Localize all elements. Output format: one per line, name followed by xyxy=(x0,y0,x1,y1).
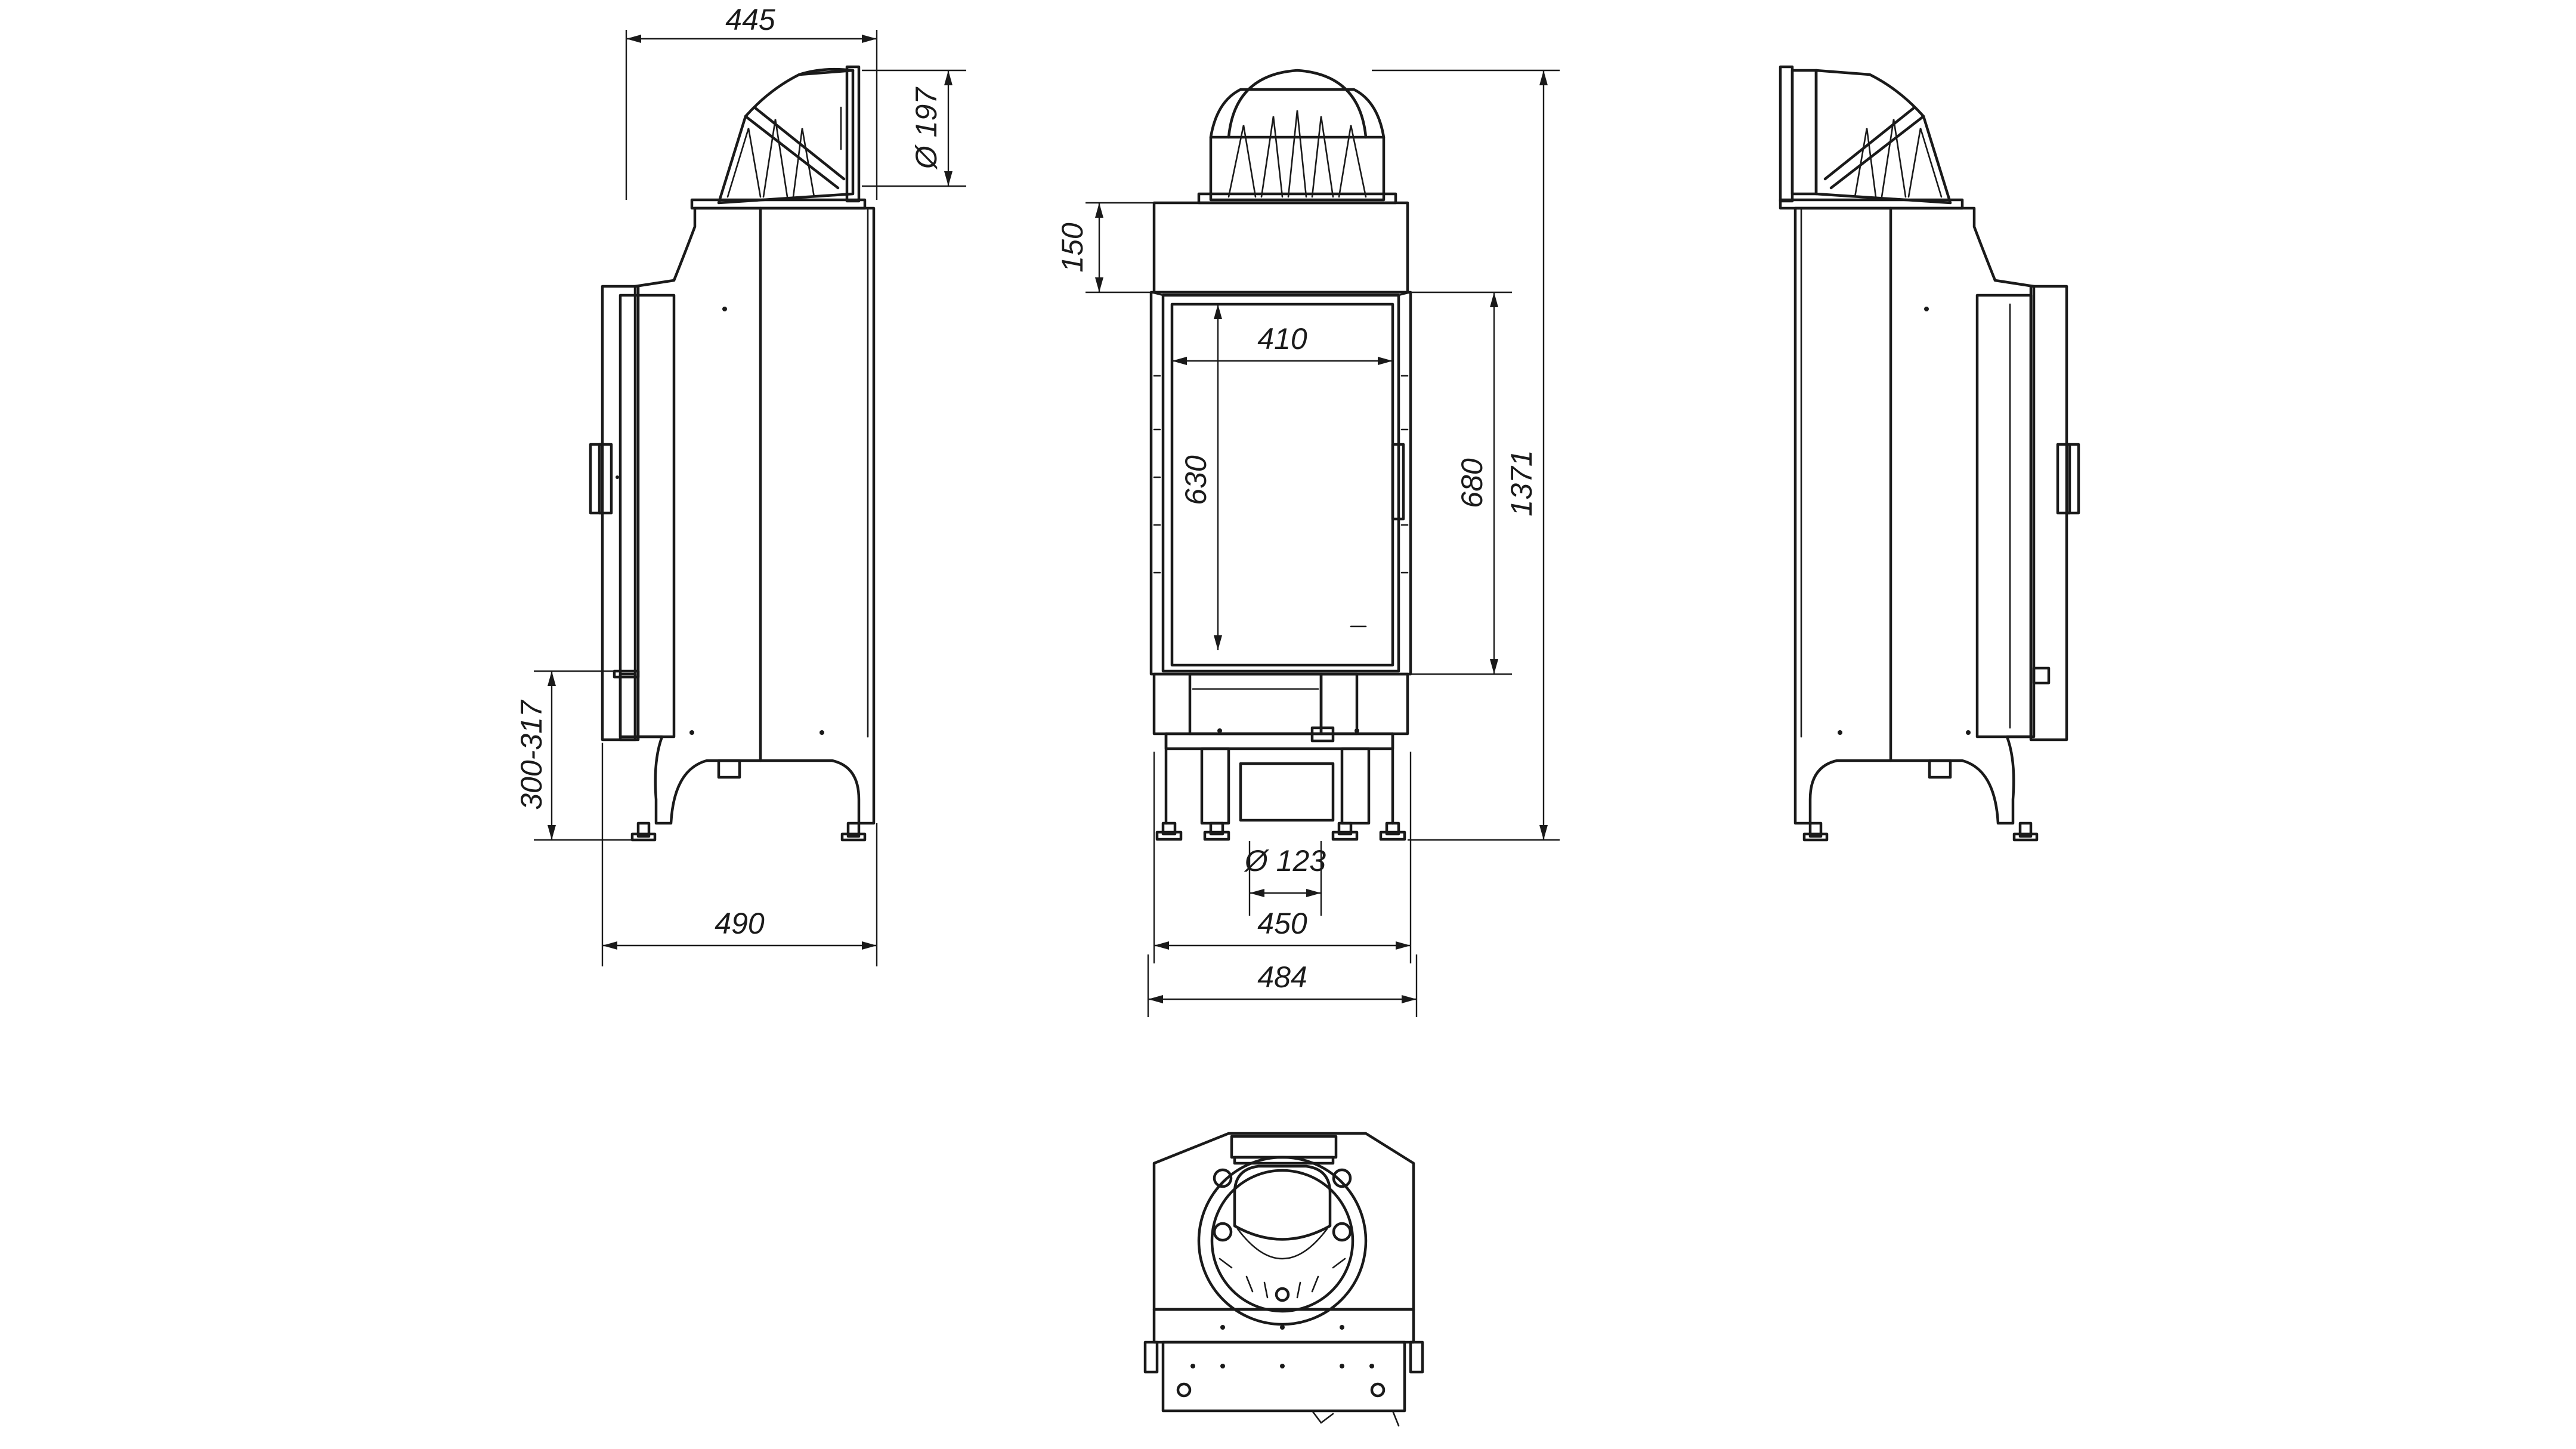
dim-total-width: 484 xyxy=(1257,960,1307,994)
left-side-view xyxy=(589,65,876,842)
dim-glass-height: 630 xyxy=(1179,455,1213,505)
dim-flue-diameter: Ø 197 xyxy=(910,86,943,170)
dim-base-width: 450 xyxy=(1257,907,1307,940)
dim-total-height: 1371 xyxy=(1505,450,1538,516)
dim-frame-height: 680 xyxy=(1455,458,1489,508)
dim-side-depth: 490 xyxy=(715,907,765,940)
dim-air-inlet: Ø 123 xyxy=(1244,844,1326,878)
front-view xyxy=(1149,69,1412,841)
dim-hood-height: 150 xyxy=(1056,223,1089,273)
dim-glass-width: 410 xyxy=(1257,322,1307,356)
right-side-view xyxy=(1779,65,2080,842)
front-view-dimensions: 150 410 630 680 1371 Ø 123 xyxy=(1056,69,1560,1017)
top-view xyxy=(1143,1132,1424,1427)
dim-top-depth: 445 xyxy=(725,3,775,36)
dim-support-height: 300-317 xyxy=(515,699,548,810)
left-view-dimensions: 445 Ø 197 300-317 490 xyxy=(515,3,966,966)
